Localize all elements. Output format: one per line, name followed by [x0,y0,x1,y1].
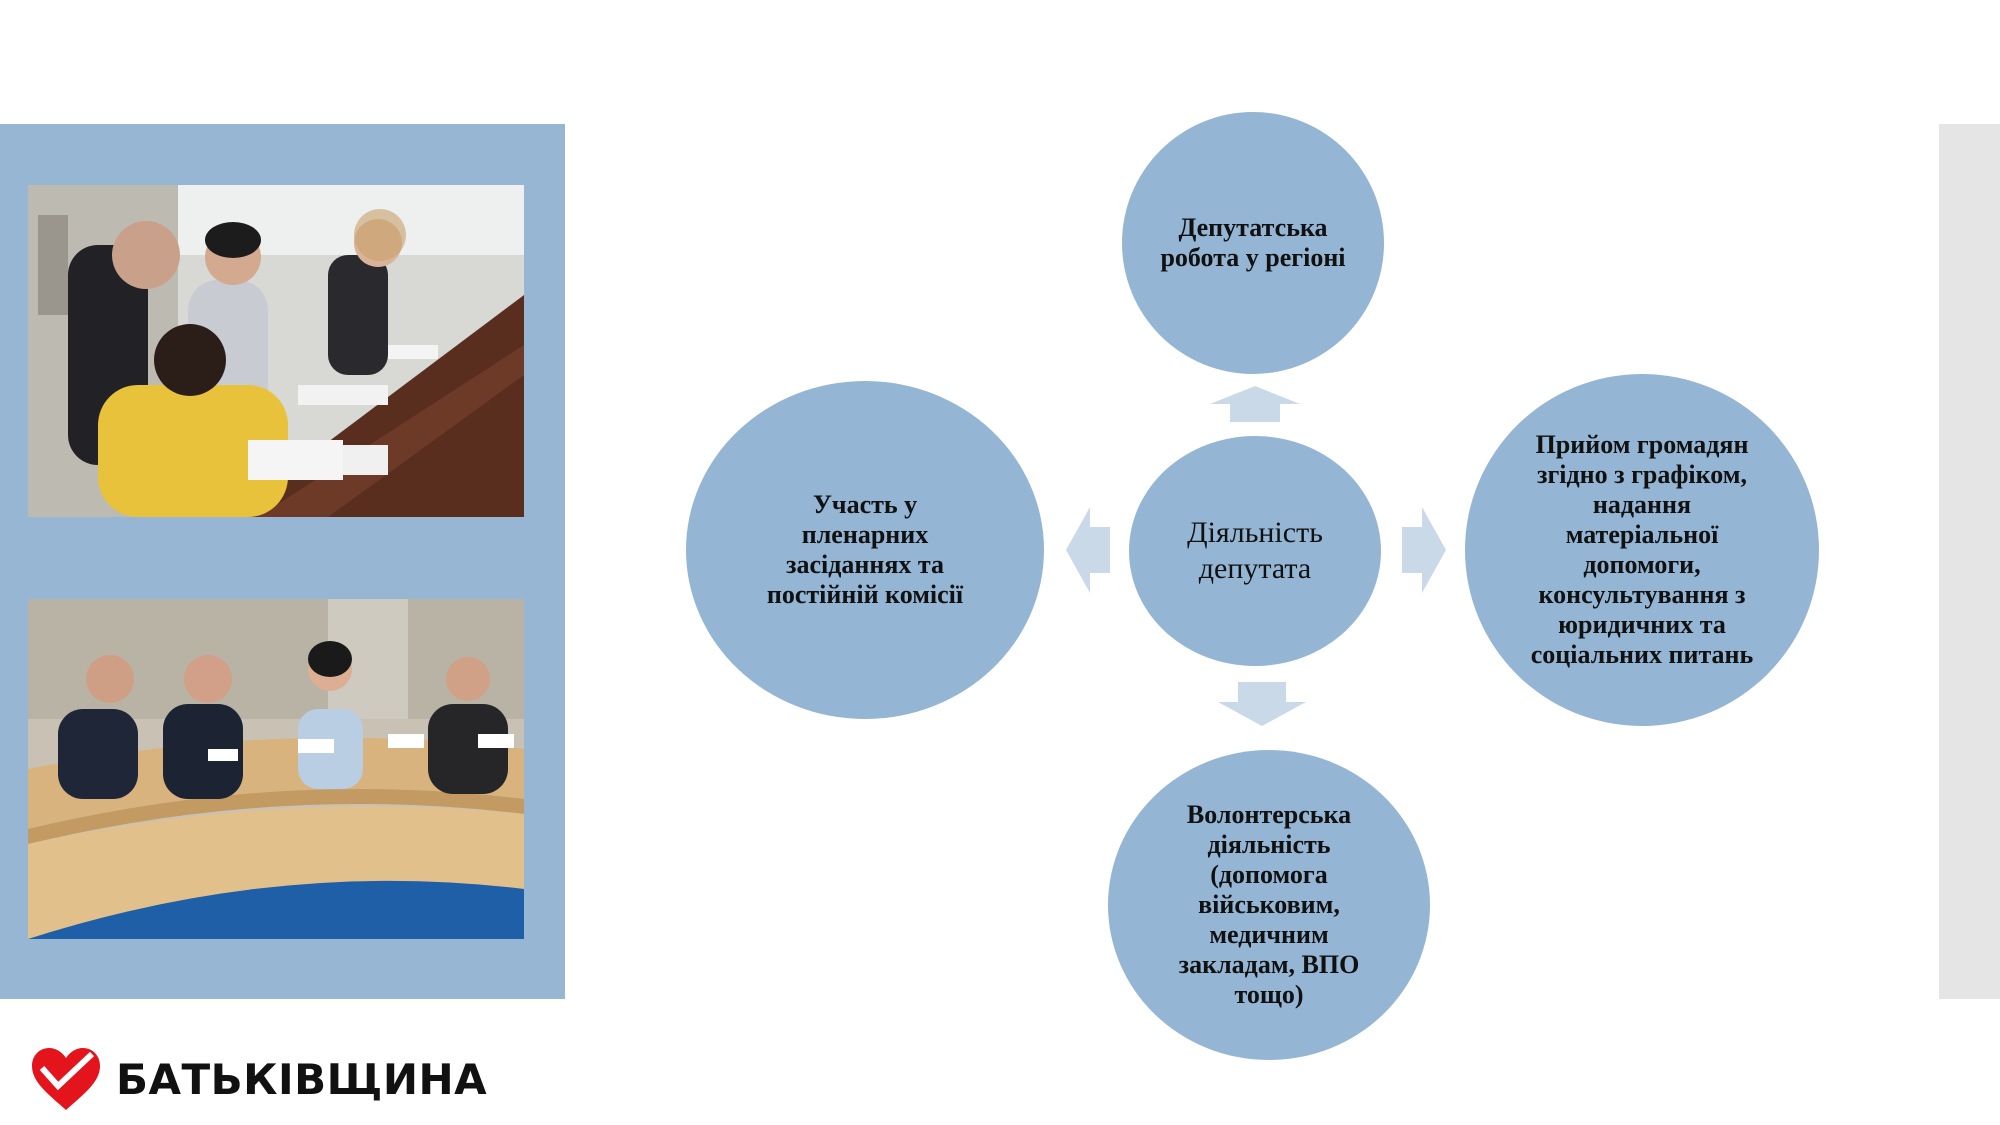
node-citizens-label: Прийом громадян згідно з графіком, надан… [1530,430,1754,669]
node-citizens: Прийом громадян згідно з графіком, надан… [1465,374,1819,726]
photo-panel [0,124,565,999]
node-center: Діяльність депутата [1129,436,1381,666]
node-volunteer-label: Волонтерська діяльність (допомога військ… [1178,800,1360,1009]
meeting-photo-1-image [28,185,524,517]
node-volunteer: Волонтерська діяльність (допомога військ… [1108,750,1430,1060]
arrow-right-icon [1402,507,1446,593]
node-plenary: Участь у пленарних засіданнях та постійн… [686,381,1044,719]
meeting-photo-2 [28,599,524,939]
heart-icon [32,1048,100,1110]
right-decor-strip [1939,124,2000,999]
node-regional-work: Депутатська робота у регіоні [1122,112,1384,374]
node-center-label: Діяльність депутата [1187,516,1323,585]
meeting-photo-1 [28,185,524,517]
node-plenary-label: Участь у пленарних засіданнях та постійн… [766,490,964,609]
node-regional-work-label: Депутатська робота у регіоні [1160,213,1346,272]
arrow-left-icon [1066,507,1110,593]
arrow-down-icon [1218,682,1306,726]
meeting-photo-2-image [28,599,524,939]
logo-text: БАТЬКІВЩИНА [116,1054,488,1104]
arrow-up-icon [1210,386,1300,422]
party-logo: БАТЬКІВЩИНА [28,1044,487,1114]
